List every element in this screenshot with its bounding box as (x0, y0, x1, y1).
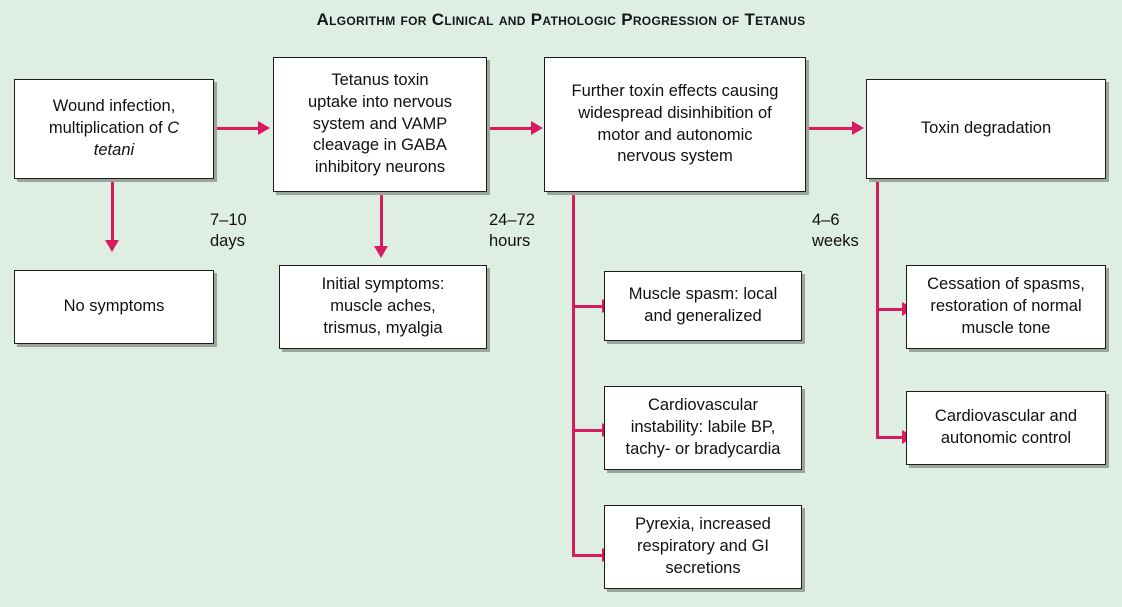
box-cardiovascular-instability-text: Cardiovascular instability: labile BP, t… (625, 396, 781, 458)
connector-further-to-degradation-arrow (852, 121, 864, 135)
connector-further-trunk (572, 192, 575, 557)
box-cessation-of-spasms: Cessation of spasms, restoration of norm… (906, 265, 1106, 349)
box-tetanus-toxin: Tetanus toxin uptake into nervous system… (273, 57, 487, 192)
connector-wound-to-toxin-arrow (258, 121, 270, 135)
box-pyrexia-text: Pyrexia, increased respiratory and GI se… (635, 515, 771, 577)
box-further-toxin-effects: Further toxin effects causing widespread… (544, 57, 806, 192)
connector-wound-to-nosymptoms-arrow (105, 240, 119, 252)
connector-further-to-degradation-line (806, 127, 854, 130)
box-cardiovascular-control: Cardiovascular and autonomic control (906, 391, 1106, 465)
timing-label-7-10-days: 7–10 days (210, 211, 247, 251)
connector-degradation-to-control-line (876, 436, 904, 439)
connector-further-to-cardio-line (572, 429, 604, 432)
box-tetanus-toxin-text: Tetanus toxin uptake into nervous system… (307, 70, 452, 177)
box-toxin-degradation-text: Toxin degradation (920, 119, 1052, 138)
box-no-symptoms: No symptoms (14, 270, 214, 344)
box-initial-symptoms: Initial symptoms: muscle aches, trismus,… (279, 265, 487, 349)
box-pyrexia: Pyrexia, increased respiratory and GI se… (604, 505, 802, 589)
box-toxin-degradation: Toxin degradation (866, 79, 1106, 179)
box-wound-infection-text: Wound infection, multiplication of C tet… (48, 97, 180, 159)
box-muscle-spasm: Muscle spasm: local and generalized (604, 271, 802, 341)
box-cessation-of-spasms-text: Cessation of spasms, restoration of norm… (927, 275, 1085, 337)
timing-label-24-72-hours: 24–72 hours (489, 211, 535, 251)
box-cardiovascular-instability: Cardiovascular instability: labile BP, t… (604, 386, 802, 470)
connector-toxin-to-further-arrow (531, 121, 543, 135)
connector-wound-to-nosymptoms-line (111, 179, 114, 242)
connector-degradation-to-cessation-line (876, 308, 904, 311)
box-cardiovascular-control-text: Cardiovascular and autonomic control (934, 407, 1078, 447)
connector-toxin-to-initial-arrow (374, 246, 388, 258)
box-muscle-spasm-text: Muscle spasm: local and generalized (628, 285, 778, 325)
box-no-symptoms-text: No symptoms (63, 297, 165, 316)
connector-wound-to-toxin-line (214, 127, 260, 130)
connector-toxin-to-initial-line (380, 192, 383, 248)
page-title: Algorithm for Clinical and Pathologic Pr… (316, 10, 806, 29)
connector-toxin-to-further-line (487, 127, 533, 130)
timing-label-4-6-weeks: 4–6 weeks (812, 211, 859, 251)
box-initial-symptoms-text: Initial symptoms: muscle aches, trismus,… (321, 275, 445, 337)
connector-further-to-pyrexia-line (572, 554, 604, 557)
connector-further-to-spasm-line (572, 305, 604, 308)
box-wound-infection: Wound infection, multiplication of C tet… (14, 79, 214, 179)
box-further-toxin-effects-text: Further toxin effects causing widespread… (571, 81, 779, 166)
